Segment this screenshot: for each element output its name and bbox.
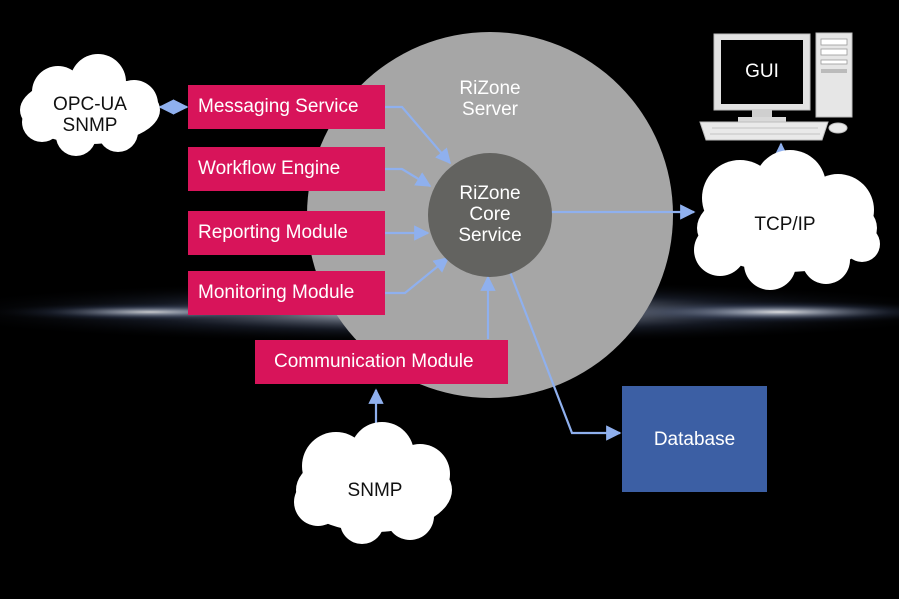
core-circle (428, 153, 552, 277)
light-glow-right (590, 300, 899, 324)
reporting-module: Reporting Module (188, 211, 385, 255)
monitor-neck (752, 110, 772, 119)
server-label: RiZone Server (459, 78, 521, 120)
messaging-service-module: Messaging Service (188, 85, 385, 129)
communication-module: Communication Module (255, 340, 508, 384)
computer-icon (699, 32, 853, 141)
snmp-cloud-label: SNMP (347, 480, 403, 501)
connector-monitoring (385, 257, 450, 295)
tower-case (815, 32, 853, 118)
connector-group (158, 99, 789, 444)
cloud-opc (20, 54, 160, 156)
database-label: Database (653, 429, 736, 450)
monitor-screen (721, 40, 803, 104)
connector-messaging (385, 105, 452, 165)
tcp-cloud-label: TCP/IP (754, 214, 816, 235)
database-box (622, 386, 767, 492)
monitor-stand (738, 117, 786, 122)
monitoring-module: Monitoring Module (188, 271, 385, 315)
gui-label: GUI (745, 61, 779, 82)
cloud-snmp (294, 422, 452, 544)
workflow-engine-module: Workflow Engine (188, 147, 385, 191)
keyboard (699, 121, 829, 141)
core-service-label: RiZone Core Service (458, 183, 522, 246)
cloud-tcp (694, 150, 880, 290)
connector-workflow (385, 167, 432, 187)
connector-database (508, 271, 622, 441)
mouse (828, 122, 848, 134)
opc-cloud-label: OPC-UA SNMP (53, 94, 127, 136)
